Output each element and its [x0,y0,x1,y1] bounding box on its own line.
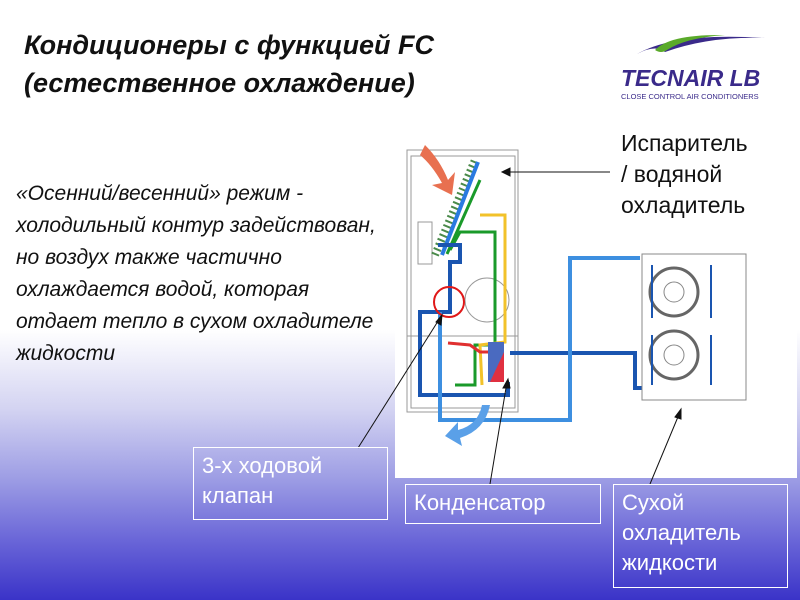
evaporator-label-line3: охладитель [621,192,746,218]
evaporator-label-line1: Испаритель [621,130,748,156]
valve-label-box: 3-х ходовой клапан [193,447,388,520]
indoor-unit [406,149,519,413]
dry-cooler [641,253,747,401]
condenser-label-box: Конденсатор [405,484,601,524]
hot-air-arrow [420,145,455,195]
drycooler-label-line2: охладитель [622,520,741,545]
refrigerant-yellow-pipe [478,213,507,386]
drycooler-label-line3: жидкости [622,550,718,575]
slide-title: Кондиционеры с функцией FC (естественное… [24,26,434,102]
evaporator-label-line2: / водяной [621,161,723,187]
valve-highlight-circle [433,286,465,318]
water-pipe-light [438,256,640,422]
evaporator-coil [431,158,479,257]
valve-label-line2: клапан [202,483,274,508]
cold-air-arrow [445,405,490,446]
evaporator-label: Испаритель / водяной охладитель [621,128,748,221]
valve-label-line1: 3-х ходовой [202,453,323,478]
mode-description: «Осенний/весенний» режим - холодильный к… [16,182,376,365]
drycooler-label-box: Сухой охладитель жидкости [613,484,788,588]
drycooler-label-line1: Сухой [622,490,685,515]
title-line-2: (естественное охлаждение) [24,68,415,98]
water-pipe-dark [418,243,510,397]
condenser-label: Конденсатор [414,490,546,515]
hot-gas-pipe [447,341,490,354]
tecnair-logo: TECNAIR LB CLOSE CONTROL AIR CONDITIONER… [615,30,790,105]
leader-lines [357,167,682,485]
title-line-1: Кондиционеры с функцией FC [24,30,435,60]
logo-brand-text: TECNAIR LB [621,65,760,91]
logo-tagline-text: CLOSE CONTROL AIR CONDITIONERS [621,92,759,101]
